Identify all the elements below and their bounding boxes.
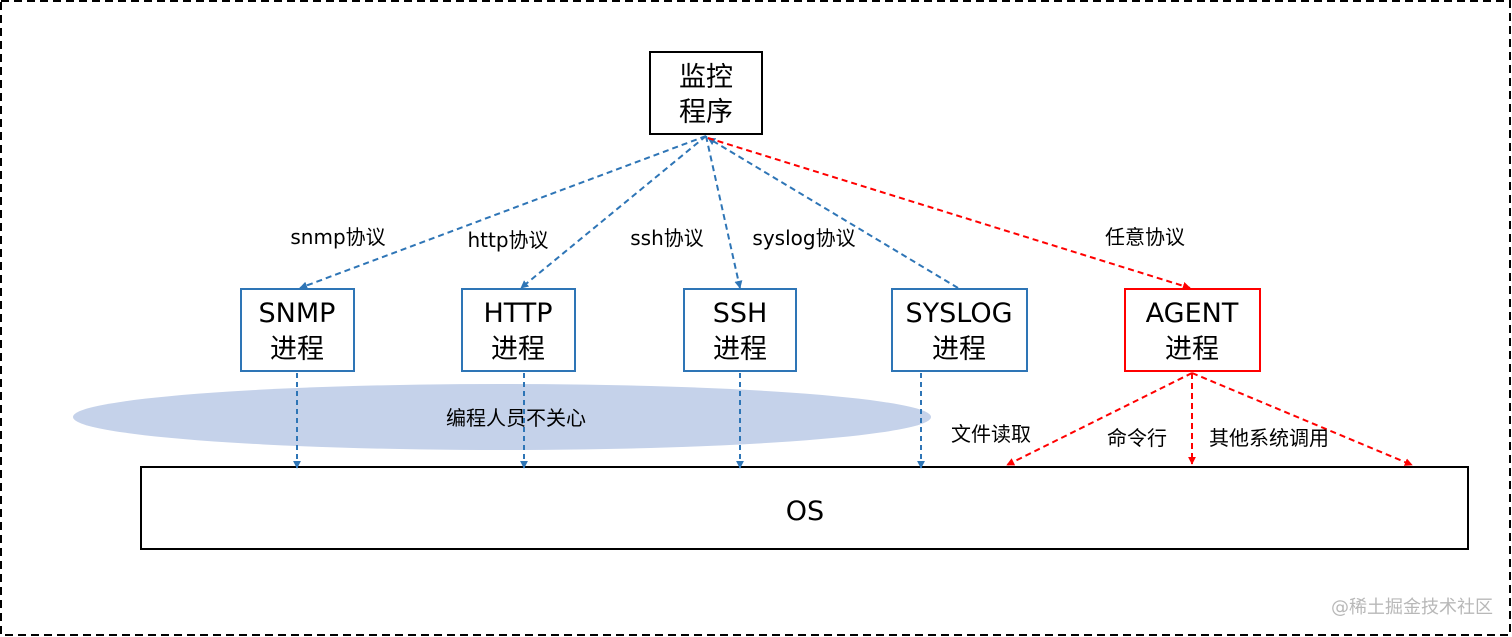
command-line-label: 命令行 <box>1107 426 1167 450</box>
snmp-protocol-arrow <box>299 135 707 290</box>
monitor-label-line1: 监控 <box>679 62 733 93</box>
snmp-label-line1: SNMP <box>259 298 336 329</box>
http-protocol-arrow <box>520 135 707 289</box>
agent-protocol-arrow <box>707 137 1191 290</box>
agent-label-line1: AGENT <box>1146 298 1239 329</box>
ssh-protocol-arrow <box>705 135 743 289</box>
syslog-box <box>891 288 1028 372</box>
process-snmp: SNMP 进程 <box>240 288 355 372</box>
dont-care-label: 编程人员不关心 <box>446 406 586 430</box>
monitor-label-line2: 程序 <box>679 97 733 128</box>
ssh-label-line2: 进程 <box>713 334 767 365</box>
ssh-label-line1: SSH <box>713 298 768 329</box>
monitor-box <box>649 51 763 135</box>
snmp-protocol-label: snmp协议 <box>290 225 385 249</box>
file-read-label: 文件读取 <box>951 422 1031 446</box>
agent-box <box>1124 288 1261 372</box>
http-box <box>461 288 576 372</box>
http-label-line2: 进程 <box>491 334 545 365</box>
process-agent: AGENT 进程 <box>1124 288 1261 372</box>
os-box <box>140 466 1469 550</box>
snmp-label-line2: 进程 <box>270 334 324 365</box>
syslog-protocol-arrow <box>707 137 959 289</box>
agent-syscall-arrow <box>1191 372 1413 466</box>
http-protocol-label: http协议 <box>467 228 548 252</box>
http-label-line1: HTTP <box>483 298 552 329</box>
syslog-protocol-label: syslog协议 <box>752 226 855 250</box>
ssh-protocol-label: ssh协议 <box>630 226 704 250</box>
agent-label-line2: 进程 <box>1165 334 1219 365</box>
syslog-label-line1: SYSLOG <box>905 298 1012 329</box>
dont-care-ellipse <box>73 384 931 450</box>
process-http: HTTP 进程 <box>461 288 576 372</box>
process-syslog: SYSLOG 进程 <box>891 288 1028 372</box>
os-label: OS <box>786 496 824 527</box>
process-ssh: SSH 进程 <box>683 288 797 372</box>
watermark: @稀土掘金技术社区 <box>1331 597 1493 618</box>
syslog-label-line2: 进程 <box>932 334 986 365</box>
agent-file-read-arrow <box>1006 372 1193 466</box>
snmp-box <box>240 288 355 372</box>
ssh-box <box>683 288 797 372</box>
other-syscalls-label: 其他系统调用 <box>1209 426 1329 450</box>
agent-protocol-label: 任意协议 <box>1105 225 1185 249</box>
